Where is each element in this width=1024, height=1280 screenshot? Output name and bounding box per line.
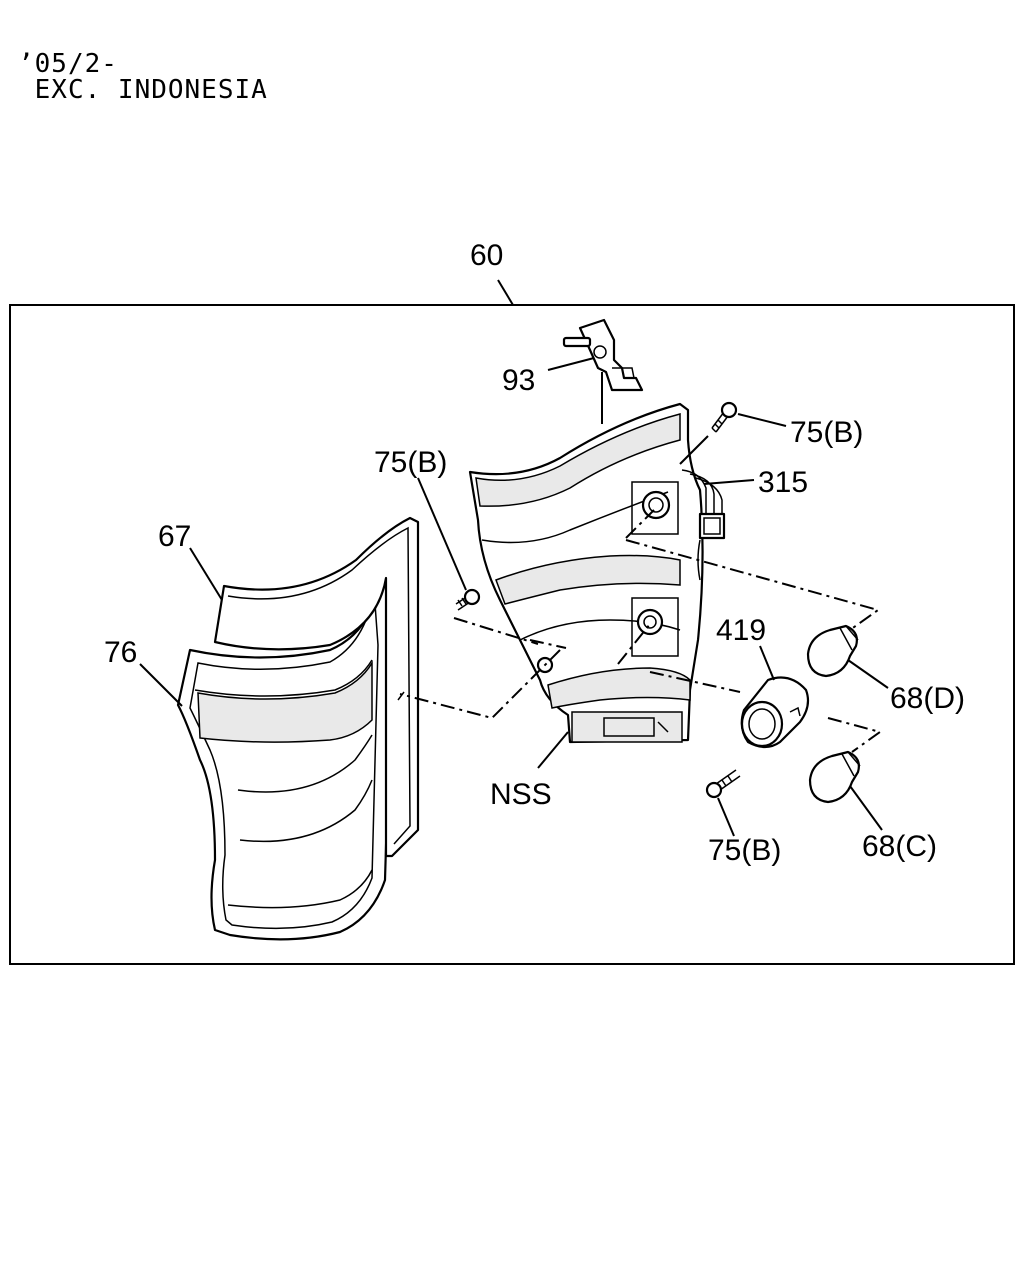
callout-bracket[interactable]: 93 [502, 364, 535, 397]
callout-screw-bottom[interactable]: 75(B) [708, 834, 781, 867]
socket-part[interactable] [740, 676, 810, 749]
mount-line-screw-left [453, 617, 539, 645]
applicability-date: ’05/2- [18, 49, 118, 79]
bulb-lower-part[interactable] [808, 750, 861, 804]
callout-screw-top-right[interactable]: 75(B) [790, 416, 863, 449]
callout-screw-left[interactable]: 75(B) [374, 446, 447, 479]
callout-gasket[interactable]: 67 [158, 520, 191, 553]
screw-top-right-part[interactable] [679, 401, 738, 465]
harness-part[interactable] [681, 469, 726, 581]
callout-housing[interactable]: NSS [490, 778, 552, 811]
harness-leader [703, 479, 755, 485]
gasket-part[interactable] [213, 516, 420, 858]
callout-harness[interactable]: 315 [758, 466, 808, 499]
bulb-upper-part[interactable] [806, 624, 859, 678]
applicability-region: EXC. INDONESIA [18, 75, 268, 105]
callout-lens[interactable]: 76 [104, 636, 137, 669]
mount-line-bulb-upper-a [625, 509, 655, 539]
mount-line-boss [529, 639, 567, 649]
callout-bulb-lower[interactable]: 68(C) [862, 830, 937, 863]
screw-bottom-leader [717, 797, 735, 837]
lens-leader [139, 663, 183, 707]
callout-socket[interactable]: 419 [716, 614, 766, 647]
screw-bottom-part[interactable] [705, 769, 741, 799]
screw-left-part[interactable] [455, 588, 481, 611]
housing-leader [537, 731, 569, 769]
mount-line-bulb-lower-b [827, 717, 883, 753]
mount-line-bulb-upper-b [625, 539, 881, 631]
assembly-frame [9, 304, 1015, 965]
mount-line-lens [399, 649, 561, 720]
mount-line-bulb-lower-a [617, 623, 651, 665]
screw-left-leader [417, 477, 467, 591]
gasket-leader [189, 547, 223, 601]
housing-part[interactable] [468, 402, 704, 744]
bracket-part[interactable] [562, 318, 644, 392]
bulb-lower-leader [849, 785, 883, 831]
lens-part[interactable] [176, 576, 394, 941]
mount-line-socket [649, 671, 741, 693]
assembly-leader [497, 279, 514, 306]
callout-assembly[interactable]: 60 [470, 239, 503, 272]
socket-leader [759, 645, 775, 681]
bracket-leader [547, 357, 595, 371]
bulb-upper-leader [847, 659, 889, 689]
screw-top-right-leader [737, 413, 787, 427]
callout-bulb-upper[interactable]: 68(D) [890, 682, 965, 715]
